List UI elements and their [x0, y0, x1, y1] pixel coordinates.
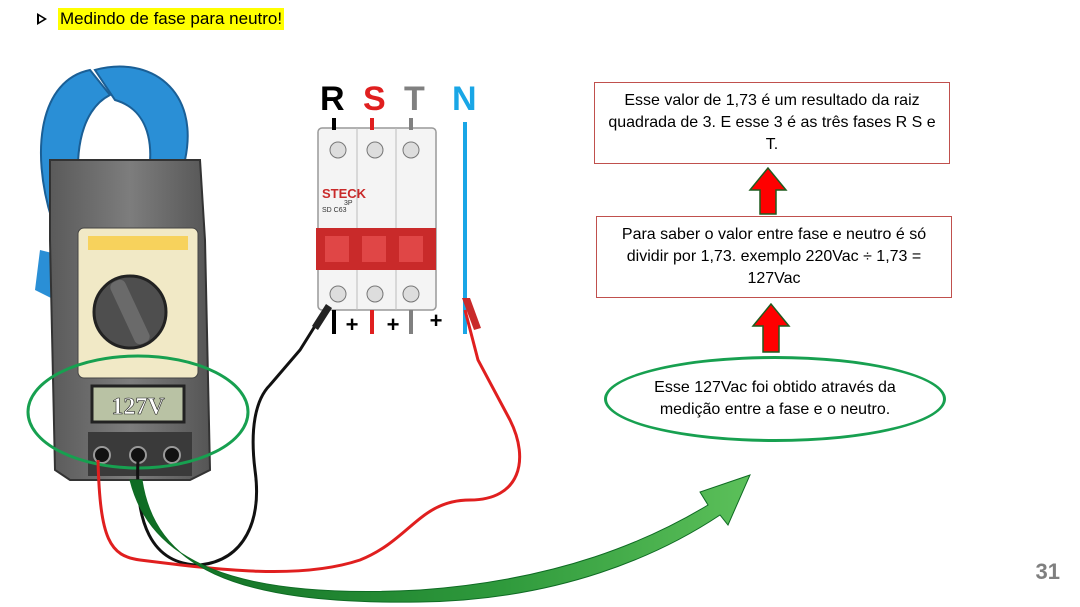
green-curved-arrow	[129, 474, 751, 603]
plus-marker-3: +	[430, 308, 443, 333]
breaker-model: SD C63	[322, 207, 347, 214]
page-number: 31	[1035, 559, 1060, 584]
explanation-box-top: Esse valor de 1,73 é um resultado da rai…	[594, 82, 950, 164]
breaker-poles: 3P	[344, 200, 353, 207]
jack-ext	[163, 446, 181, 464]
phase-label-t: T	[404, 80, 425, 118]
explanation-ellipse-bottom: Esse 127Vac foi obtido através da mediçã…	[604, 356, 946, 442]
phase-label-n: N	[452, 80, 477, 118]
clamp-meter	[35, 65, 212, 481]
red-probe-lead	[96, 309, 522, 574]
explanation-box-middle: Para saber o valor entre fase e neutro é…	[596, 216, 952, 298]
red-up-arrow-lower	[751, 302, 791, 353]
meter-reading: 127V	[111, 394, 165, 420]
black-probe-lead	[136, 317, 322, 567]
plus-marker-2: +	[387, 312, 400, 337]
jack-v	[93, 446, 111, 464]
plus-marker-1: +	[346, 312, 359, 337]
phase-label-r: R	[320, 80, 345, 118]
slide-heading: Medindo de fase para neutro!	[36, 8, 285, 30]
black-probe-tip	[312, 304, 332, 330]
arrow-bullet-icon	[36, 12, 50, 26]
slide-title: Medindo de fase para neutro!	[58, 8, 285, 30]
breaker-brand: STECK	[322, 186, 367, 201]
red-probe-tip	[462, 298, 481, 330]
circuit-breaker	[316, 127, 437, 311]
lcd-display	[90, 384, 186, 424]
phase-label-s: S	[363, 80, 386, 118]
red-up-arrow-upper	[748, 166, 788, 215]
